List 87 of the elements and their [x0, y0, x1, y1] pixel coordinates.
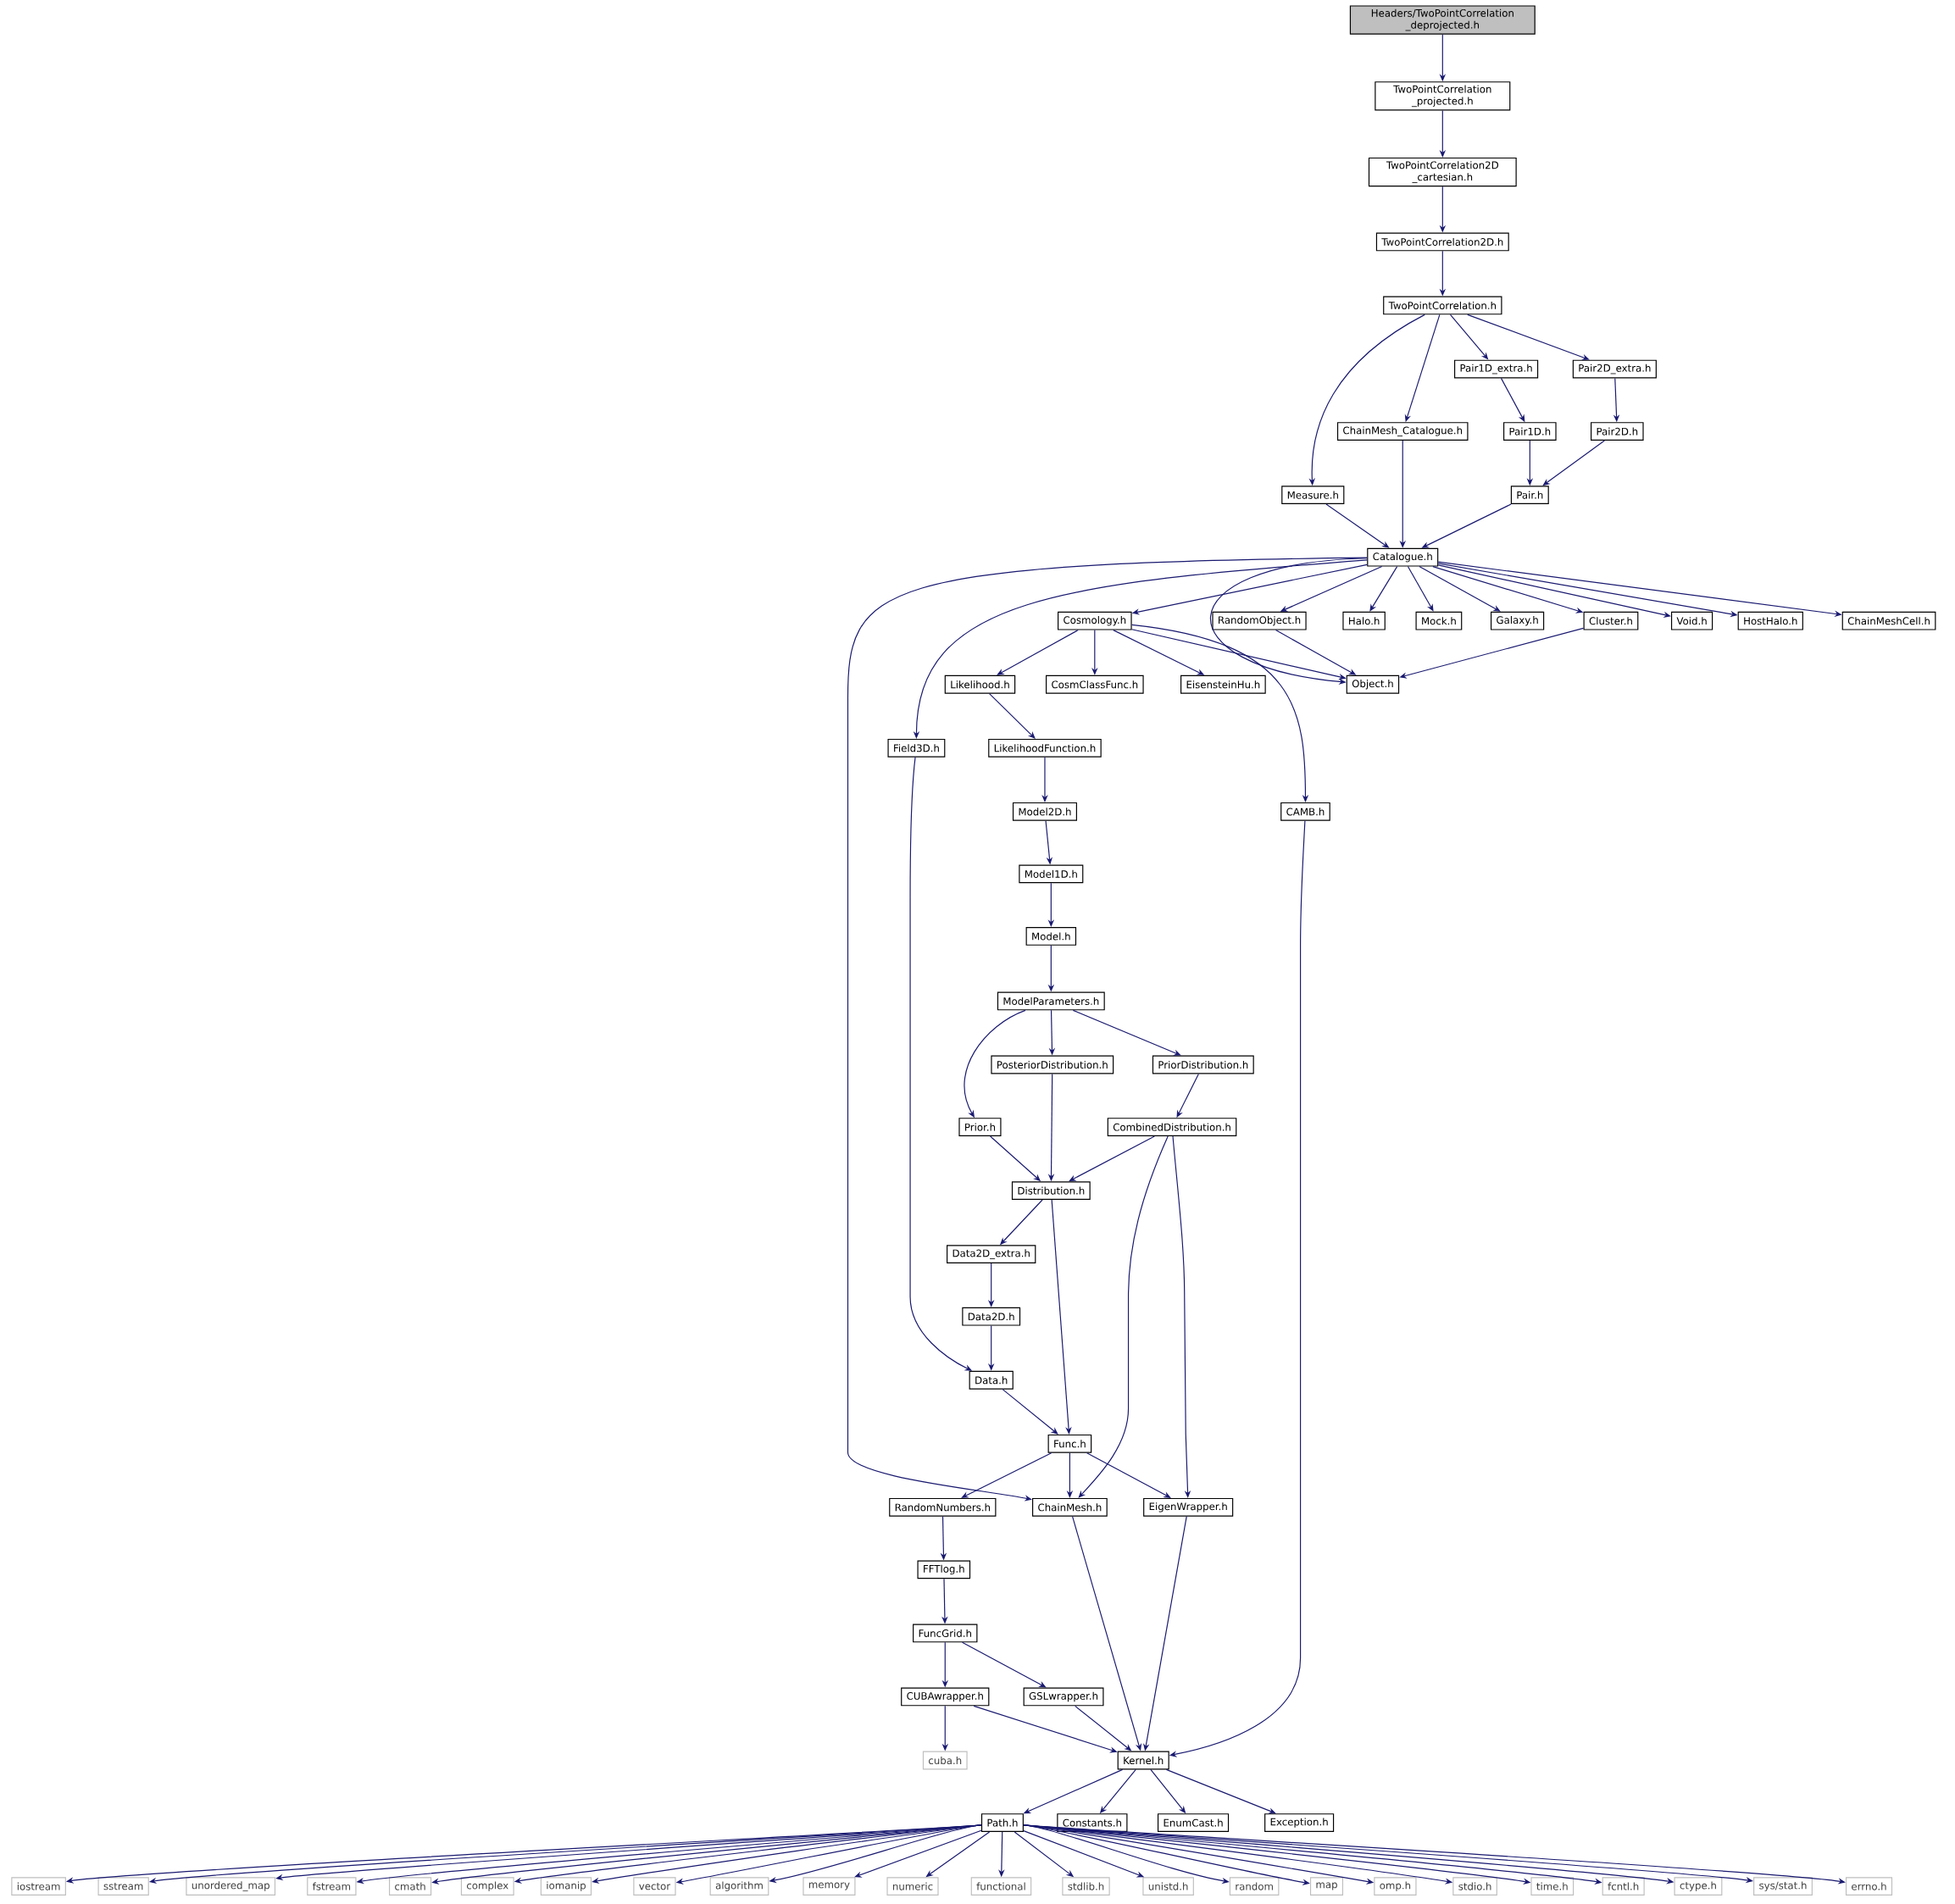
header-box: map: [1309, 1877, 1344, 1896]
header-box: sstream: [97, 1877, 149, 1896]
file-box: ChainMesh.h: [1032, 1498, 1108, 1517]
file-box: LikelihoodFunction.h: [988, 739, 1102, 758]
header-box: stdio.h: [1452, 1877, 1497, 1896]
file-box: CosmClassFunc.h: [1046, 675, 1144, 694]
file-box: Pair2D.h: [1591, 422, 1644, 441]
header-box: unistd.h: [1142, 1877, 1194, 1896]
file-box: RandomNumbers.h: [889, 1498, 997, 1517]
file-box: Cluster.h: [1583, 612, 1639, 630]
header-box: numeric: [886, 1877, 939, 1896]
file-box: Catalogue.h: [1367, 547, 1439, 567]
header-box: errno.h: [1845, 1877, 1893, 1896]
header-box: complex: [460, 1877, 514, 1896]
file-box: PosteriorDistribution.h: [991, 1055, 1114, 1074]
header-box: memory: [803, 1877, 856, 1896]
file-box: Measure.h: [1281, 486, 1345, 505]
file-box: GSLwrapper.h: [1023, 1687, 1104, 1707]
header-box: iomanip: [540, 1877, 592, 1896]
header-box: stdlib.h: [1062, 1877, 1110, 1896]
header-box: cuba.h: [922, 1751, 968, 1770]
file-box: Data.h: [969, 1371, 1014, 1390]
file-box: Distribution.h: [1011, 1181, 1091, 1201]
file-box: Pair.h: [1510, 486, 1549, 505]
file-box: TwoPointCorrelation2D.h: [1375, 232, 1509, 252]
file-box: Model2D.h: [1012, 802, 1077, 821]
file-box: Path.h: [980, 1813, 1024, 1833]
file-box: Halo.h: [1342, 612, 1386, 630]
file-box: ModelParameters.h: [997, 991, 1105, 1011]
file-box: FuncGrid.h: [913, 1624, 978, 1643]
file-box: Model.h: [1025, 927, 1077, 946]
file-box: TwoPointCorrelation _projected.h: [1375, 81, 1511, 111]
arrow: [1419, 566, 1501, 612]
header-box: functional: [970, 1877, 1032, 1896]
file-box: EigenWrapper.h: [1143, 1498, 1234, 1517]
file-box: TwoPointCorrelation2D _cartesian.h: [1368, 158, 1517, 187]
file-box: HostHalo.h: [1737, 612, 1803, 630]
header-box: cmath: [389, 1877, 432, 1896]
file-box: Mock.h: [1415, 612, 1463, 630]
file-box: ChainMeshCell.h: [1841, 612, 1936, 630]
arrow: [854, 1829, 982, 1878]
arrow: [997, 630, 1079, 675]
file-box: Data2D_extra.h: [947, 1245, 1036, 1264]
arrow: [1369, 566, 1398, 612]
header-box: omp.h: [1374, 1877, 1417, 1896]
file-box: Headers/TwoPointCorrelation _deprojected.h: [1349, 5, 1536, 35]
file-box: Prior.h: [958, 1118, 1002, 1137]
arrow: [1069, 1135, 1155, 1182]
file-box: CAMB.h: [1280, 802, 1330, 821]
header-box: iostream: [11, 1877, 66, 1896]
header-box: fstream: [307, 1877, 357, 1896]
file-box: Exception.h: [1264, 1813, 1335, 1833]
file-box: CombinedDistribution.h: [1107, 1118, 1237, 1137]
file-box: Void.h: [1670, 612, 1713, 630]
file-box: CUBAwrapper.h: [901, 1687, 990, 1707]
header-box: fcntl.h: [1602, 1877, 1645, 1896]
file-box: Field3D.h: [887, 739, 946, 758]
header-box: ctype.h: [1674, 1877, 1723, 1896]
file-box: Kernel.h: [1117, 1751, 1169, 1770]
file-box: Pair1D_extra.h: [1454, 359, 1539, 379]
header-box: random: [1229, 1877, 1280, 1896]
file-box: Data2D.h: [962, 1307, 1021, 1326]
file-box: ChainMesh_Catalogue.h: [1336, 422, 1469, 441]
file-box: Pair2D_extra.h: [1572, 359, 1657, 379]
file-box: EnumCast.h: [1157, 1813, 1230, 1833]
file-box: Cosmology.h: [1058, 612, 1132, 630]
arrow: [1467, 314, 1590, 361]
header-box: unordered_map: [186, 1877, 276, 1896]
arrow: [1407, 566, 1434, 612]
file-box: Object.h: [1346, 675, 1400, 694]
file-box: PriorDistribution.h: [1152, 1055, 1254, 1074]
header-box: sys/stat.h: [1753, 1877, 1813, 1896]
header-box: algorithm: [709, 1877, 769, 1896]
file-box: Galaxy.h: [1491, 612, 1545, 630]
file-box: Model1D.h: [1019, 864, 1084, 884]
header-box: vector: [633, 1877, 676, 1896]
arrow: [1165, 1768, 1276, 1814]
arrow: [1542, 440, 1605, 486]
file-box: FFTlog.h: [917, 1560, 971, 1579]
header-box: time.h: [1530, 1877, 1575, 1896]
file-box: TwoPointCorrelation.h: [1383, 296, 1502, 315]
file-box: Likelihood.h: [944, 675, 1016, 694]
arrow: [1091, 630, 1098, 675]
file-box: EisensteinHu.h: [1180, 675, 1266, 694]
file-box: RandomObject.h: [1212, 612, 1307, 630]
file-box: Pair1D.h: [1503, 422, 1557, 441]
file-box: Func.h: [1047, 1435, 1092, 1453]
